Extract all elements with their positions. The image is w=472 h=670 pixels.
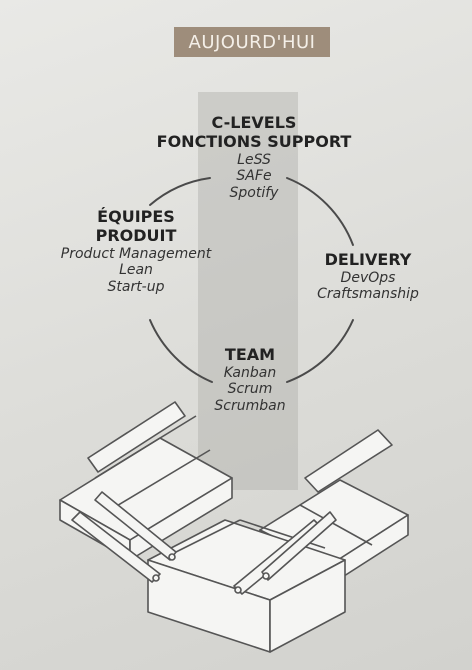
node-delivery-item: DevOps [340,269,396,286]
title-badge: AUJOURD'HUI [174,27,330,57]
vertical-highlight-band [198,92,298,490]
cycle-circle [149,177,354,383]
node-c-levels-item: Spotify [229,184,279,201]
node-equipes-produit-title-1: ÉQUIPES [97,207,175,226]
toolbox-icon [59,401,409,653]
node-c-levels-title-2: FONCTIONS SUPPORT [156,131,352,151]
node-team-item: Scrum [227,381,273,398]
arc-top-right [286,177,354,246]
node-delivery: DELIVERY DevOps Craftsmanship [306,250,430,303]
node-equipes-produit: ÉQUIPES PRODUIT Product Management Lean … [48,207,224,295]
node-equipes-produit-item: Start-up [107,278,165,295]
node-c-levels-title-1: C-LEVELS [211,113,297,132]
arc-right-bottom [286,319,354,383]
node-delivery-item: Craftsmanship [317,286,419,303]
node-c-levels-item: SAFe [236,168,272,185]
node-equipes-produit-item: Lean [119,262,153,279]
node-equipes-produit-title-2: PRODUIT [95,225,177,245]
node-delivery-title: DELIVERY [324,250,412,269]
arc-bottom-left [149,319,213,383]
node-team-title: TEAM [224,345,276,364]
node-c-levels-item: LeSS [237,151,271,168]
slide-title: AUJOURD'HUI [188,31,316,53]
node-c-levels: C-LEVELS FONCTIONS SUPPORT LeSS SAFe Spo… [148,113,360,201]
node-team: TEAM Kanban Scrum Scrumban [198,345,302,414]
node-team-item: Scrumban [214,397,286,414]
arc-left-top [149,177,211,206]
node-team-item: Kanban [223,364,277,381]
node-equipes-produit-item: Product Management [60,245,212,262]
